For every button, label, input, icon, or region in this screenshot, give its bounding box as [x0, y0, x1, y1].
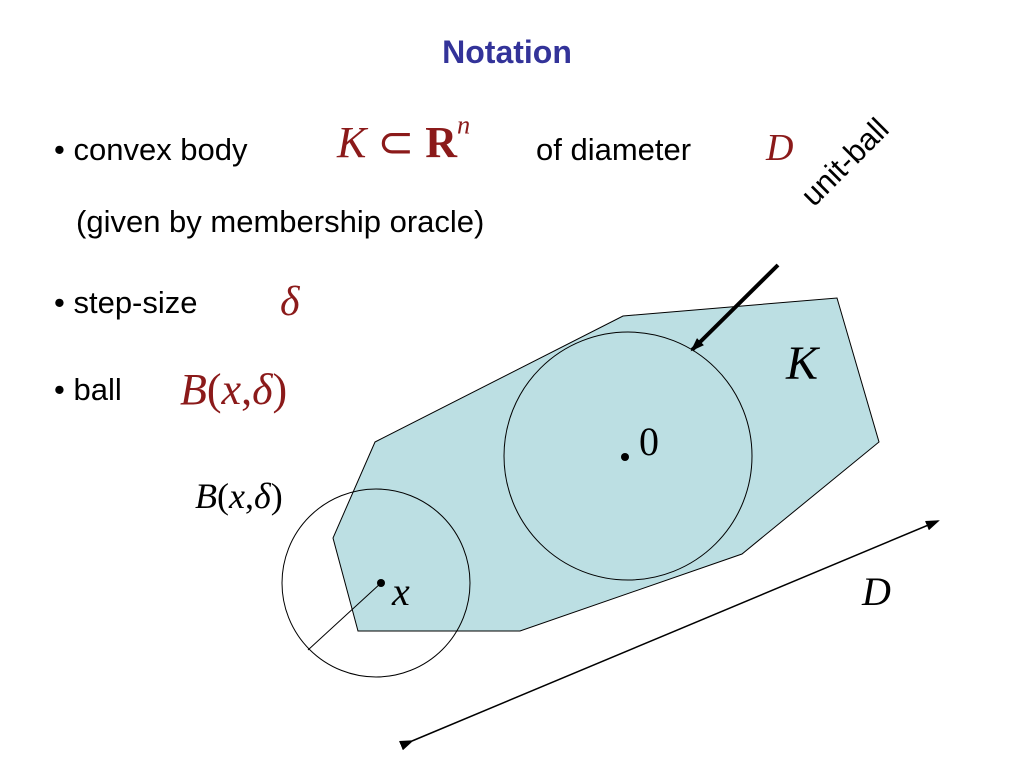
small-ball-comma: ,: [244, 476, 254, 516]
origin-point: [621, 453, 629, 461]
step-size-delta: δ: [280, 279, 300, 325]
membership-oracle-line: (given by membership oracle): [76, 204, 485, 239]
bullet-step-size: • step-size: [54, 285, 198, 320]
origin-label: 0: [639, 419, 659, 464]
point-x-label-text: x: [392, 569, 410, 614]
unit-ball-pointer-arrow: [690, 263, 780, 352]
ball-close-paren: ): [272, 365, 288, 414]
formula-k: K: [337, 118, 367, 167]
ball-delta: δ: [252, 365, 273, 414]
diameter-label: D: [862, 568, 891, 615]
diameter-symbol: D: [766, 126, 793, 170]
point-x-label: x: [392, 568, 410, 615]
slide-title: Notation: [442, 34, 572, 70]
convex-body-formula: K ⊂ Rn: [337, 111, 470, 168]
body-label: K: [786, 336, 818, 391]
radius-line: [307, 582, 382, 651]
bullet-convex-body: • convex body: [54, 132, 248, 167]
small-ball-close: ): [270, 476, 283, 516]
ball-formula: B(x,δ): [180, 364, 287, 415]
diameter-arrow: [399, 520, 940, 751]
ball-open-paren: (: [206, 365, 222, 414]
small-ball-open: (: [217, 476, 229, 516]
ball-comma: ,: [241, 365, 253, 414]
x-point: [377, 579, 385, 587]
ball-b: B: [180, 365, 207, 414]
ball-x: x: [221, 365, 242, 414]
formula-subset: ⊂: [377, 118, 415, 167]
formula-r: R: [425, 118, 458, 167]
small-ball-b: B: [195, 476, 217, 516]
formula-n: n: [457, 109, 471, 140]
step-size-symbol: δ: [280, 278, 300, 326]
diameter-symbol-d: D: [766, 127, 794, 169]
small-ball-x: x: [229, 476, 245, 516]
of-diameter-label: of diameter: [536, 132, 692, 167]
body-label-k: K: [786, 337, 819, 390]
bullet-ball: • ball: [54, 372, 122, 407]
small-ball-delta: δ: [253, 476, 271, 516]
diameter-label-text: D: [862, 569, 891, 614]
small-ball-label: B(x,δ): [195, 475, 283, 517]
